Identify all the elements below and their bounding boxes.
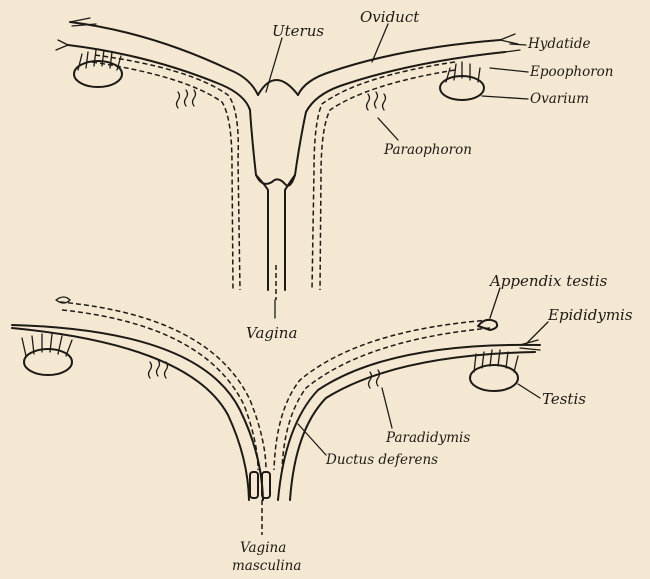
left-testis bbox=[24, 349, 72, 375]
label-epoophoron: Epoophoron bbox=[529, 64, 614, 80]
right-paraophoron bbox=[367, 92, 386, 110]
right-paradidymis bbox=[369, 370, 380, 388]
left-oviduct bbox=[70, 22, 258, 95]
label-vagina: Vagina bbox=[246, 324, 297, 342]
label-vagina-masculina-line2: masculina bbox=[232, 558, 301, 574]
uterus-body bbox=[250, 110, 268, 290]
right-testis bbox=[470, 365, 518, 391]
label-oviduct: Oviduct bbox=[360, 8, 420, 26]
female-tract bbox=[56, 18, 520, 300]
label-paraophoron: Paraophoron bbox=[383, 142, 472, 158]
label-vagina-masculina-line1: Vagina bbox=[240, 540, 286, 556]
labels: Uterus Oviduct Hydatide Epoophoron Ovari… bbox=[232, 8, 633, 574]
label-testis: Testis bbox=[542, 390, 586, 408]
right-ductus-deferens bbox=[278, 345, 540, 500]
label-epididymis: Epididymis bbox=[547, 306, 633, 324]
label-paradidymis: Paradidymis bbox=[385, 430, 470, 446]
label-uterus: Uterus bbox=[272, 22, 324, 40]
female-leaders bbox=[266, 24, 528, 318]
label-ovarium: Ovarium bbox=[530, 91, 589, 107]
label-ductus-deferens: Ductus deferens bbox=[325, 452, 438, 468]
label-appendix-testis: Appendix testis bbox=[488, 272, 608, 290]
left-ovary bbox=[74, 61, 122, 87]
left-paraophoron bbox=[177, 90, 196, 108]
label-hydatide: Hydatide bbox=[527, 36, 590, 52]
